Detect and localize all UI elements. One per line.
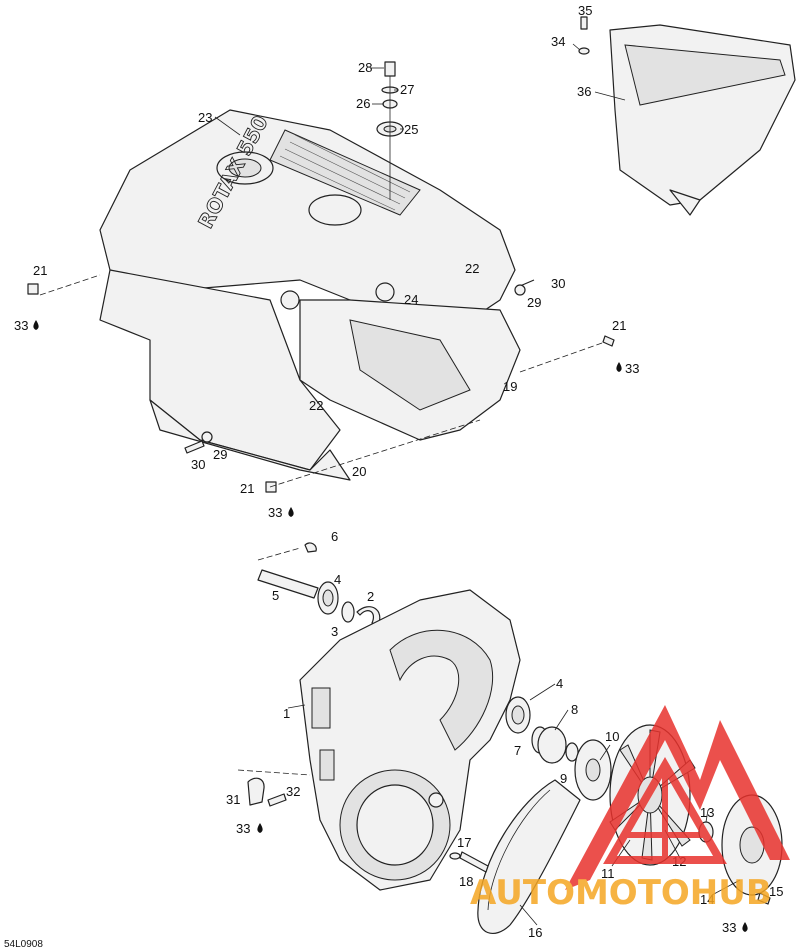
callout-10: 10 [605, 729, 619, 744]
callout-17: 17 [457, 835, 471, 850]
callout-3: 3 [331, 624, 338, 639]
callout-33c: 33 [268, 505, 282, 520]
callout-4: 4 [334, 572, 341, 587]
callout-4b: 4 [556, 676, 563, 691]
callout-8: 8 [571, 702, 578, 717]
callout-35: 35 [578, 3, 592, 18]
callout-31: 31 [226, 792, 240, 807]
callout-15: 15 [769, 884, 783, 899]
callout-21: 21 [33, 263, 47, 278]
callout-34: 34 [551, 34, 565, 49]
callout-36: 36 [577, 84, 591, 99]
callout-7: 7 [514, 743, 521, 758]
engine-shroud-assembly: ROTAX 550 [99, 109, 521, 481]
drop-icon [257, 823, 263, 833]
automotohub-watermark: AUTOMOTOHUB [470, 705, 790, 913]
callout-33a: 33 [14, 318, 28, 333]
shaft-bearing-group [257, 542, 381, 626]
callout-14: 14 [700, 892, 714, 907]
callout-22: 22 [465, 261, 479, 276]
callout-21c: 21 [240, 481, 254, 496]
adhesive-drop-icons [33, 320, 748, 932]
drop-icon [288, 507, 294, 517]
drop-icon [742, 922, 748, 932]
callout-24: 24 [404, 292, 418, 307]
callout-labels: 1 2 3 4 4 5 6 7 8 9 10 11 12 13 14 15 16… [14, 3, 783, 940]
callout-28: 28 [358, 60, 372, 75]
callout-33d: 33 [236, 821, 250, 836]
callout-30b: 30 [191, 457, 205, 472]
callout-5: 5 [272, 588, 279, 603]
callout-33e: 33 [722, 920, 736, 935]
callout-2: 2 [367, 589, 374, 604]
small-cover [578, 16, 796, 216]
drop-icon [616, 362, 622, 372]
callout-33b: 33 [625, 361, 639, 376]
bolt-17-18 [449, 851, 489, 873]
belt [477, 779, 581, 934]
callout-1: 1 [283, 706, 290, 721]
drop-icon [33, 320, 39, 330]
callout-30: 30 [551, 276, 565, 291]
drawing-code: 54L0908 [4, 939, 43, 950]
lower-left-fasteners [237, 769, 311, 807]
callout-21b: 21 [612, 318, 626, 333]
main-housing [299, 589, 521, 891]
callout-16: 16 [528, 925, 542, 940]
callout-26: 26 [356, 96, 370, 111]
callout-20: 20 [352, 464, 366, 479]
callout-6: 6 [331, 529, 338, 544]
callout-18: 18 [459, 874, 473, 889]
callout-22b: 22 [309, 398, 323, 413]
callout-29: 29 [527, 295, 541, 310]
callout-9: 9 [560, 771, 567, 786]
callout-29b: 29 [213, 447, 227, 462]
callout-27: 27 [400, 82, 414, 97]
callout-19: 19 [503, 379, 517, 394]
callout-11: 11 [601, 866, 615, 881]
callout-25: 25 [404, 122, 418, 137]
callout-23: 23 [198, 110, 212, 125]
callout-32: 32 [286, 784, 300, 799]
watermark-text: AUTOMOTOHUB [470, 873, 772, 913]
